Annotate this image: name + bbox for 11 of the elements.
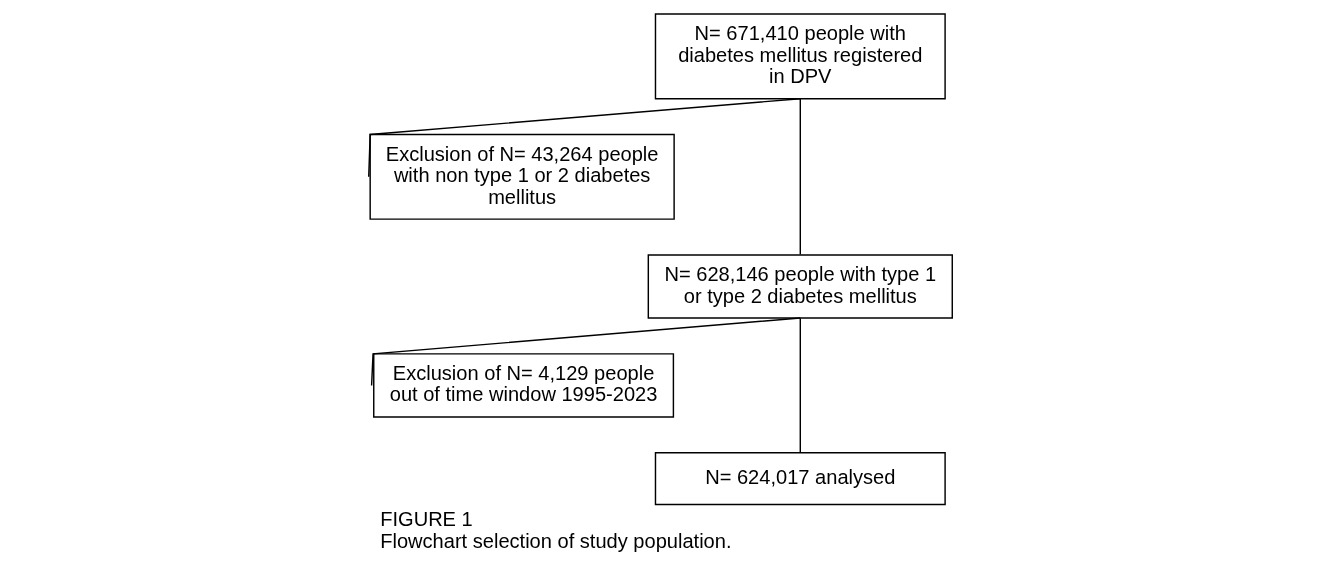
connector bbox=[367, 97, 801, 178]
node-box: N= 671,410 people with diabetes mellitus registered in DPV bbox=[654, 13, 946, 100]
diagram-title: FIGURE 1 bbox=[379, 508, 473, 531]
node-box: N= 628,146 people with type 1 or type 2 diabetes mellitus bbox=[647, 254, 953, 319]
connector bbox=[370, 317, 801, 387]
node-box: Exclusion of N= 43,264 people with non type 1 or 2 diabetes mellitus bbox=[368, 133, 675, 220]
connector bbox=[799, 98, 801, 256]
node-box: Exclusion of N= 4,129 people out of time window 1995-2023 bbox=[372, 353, 674, 418]
caption: Flowchart selection of study population. bbox=[379, 529, 731, 552]
node-box: N= 624,017 analysed bbox=[654, 452, 946, 506]
connector bbox=[799, 317, 801, 453]
